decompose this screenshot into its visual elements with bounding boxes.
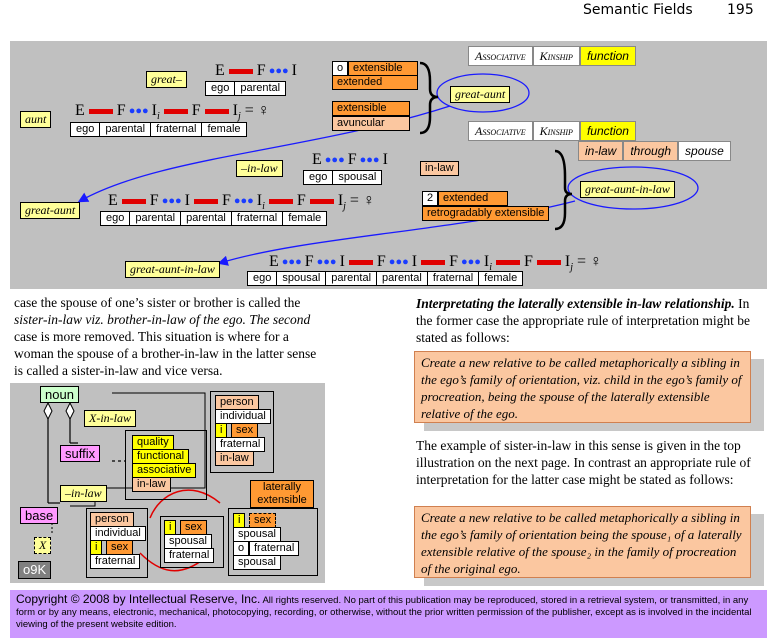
quality-item: quality [132, 435, 174, 450]
person-field: individual [215, 409, 271, 424]
base-field: fraternal [90, 554, 141, 569]
right-box: i sex spousal o fraternal spousal [228, 508, 318, 576]
label-x: X [34, 537, 52, 554]
interpretation-rule-2: Create a new relative to be called metap… [414, 506, 751, 578]
tag-extended-2: extended [438, 191, 508, 206]
quality-item: in-law [132, 477, 171, 492]
page-number: 195 [727, 2, 754, 18]
right-field: spousal [233, 527, 281, 542]
node-suffix: suffix [60, 445, 101, 462]
base-field: i [90, 540, 103, 555]
label-great-aunt: great-aunt [20, 202, 81, 219]
middle-box: i sex spousal fraternal [160, 516, 224, 568]
right-intro: Interpretating the laterally extensible … [416, 296, 750, 345]
mid-field: spousal [164, 534, 212, 549]
mid-field: sex [180, 520, 208, 535]
tag-extensible-2: extensible [332, 101, 410, 116]
base-field: sex [106, 540, 134, 555]
person-field: i [215, 423, 228, 438]
tag-extended: extended [332, 75, 418, 90]
tag-in-law: in-law [420, 161, 459, 176]
lower-diagram: noun X-in-law suffix –in-law base X o9K … [10, 383, 325, 583]
left-paragraph: case the spouse of one’s sister or broth… [14, 295, 317, 378]
tag-2: 2 [422, 191, 439, 206]
interpretation-rule-1: Create a new relative to be called metap… [414, 351, 751, 423]
oval-great-aunt: great-aunt [450, 86, 511, 103]
node-base: base [20, 507, 59, 524]
tag-laterally-extensible: laterally extensible [250, 480, 314, 508]
right-field: fraternal [249, 541, 300, 556]
mid-field: fraternal [164, 548, 215, 563]
quality-item: associative [132, 463, 197, 478]
person-box-top: person individual i sex fraternal in-law [210, 391, 274, 473]
person-field: sex [231, 423, 259, 438]
base-person-box: person individual i sex fraternal [86, 508, 148, 578]
quality-item: functional [132, 449, 190, 464]
right-middle: The example of sister-in-law in this sen… [416, 438, 751, 487]
label-aunt: aunt [20, 111, 52, 128]
right-field: i [233, 513, 246, 528]
person-field: person [215, 395, 259, 410]
qualities-group: quality functional associative in-law [125, 430, 207, 500]
running-title: Semantic Fields [583, 2, 693, 18]
right-field: o [233, 541, 250, 556]
right-field: spousal [233, 555, 281, 570]
label-in-law-small: –in-law [60, 485, 107, 502]
chain-in-law: E●●●F●●●I [312, 151, 388, 168]
person-field: in-law [215, 451, 254, 466]
tag-retrogradably: retrogradably extensible [422, 206, 550, 221]
tag-o: o [332, 61, 349, 76]
oval-great-aunt-in-law: great-aunt-in-law [580, 181, 675, 198]
mid-field: i [164, 520, 177, 535]
label-great-aunt-in-law: great-aunt-in-law [125, 261, 220, 278]
copyright-footer: Copyright © 2008 by Intellectual Reserve… [10, 590, 767, 638]
node-noun: noun [40, 386, 79, 403]
base-field: individual [90, 526, 146, 541]
badge-o9k: o9K [18, 561, 52, 579]
tag-extensible: extensible [348, 61, 418, 76]
tag-avuncular: avuncular [332, 116, 410, 131]
person-field: fraternal [215, 437, 266, 452]
label-great-prefix: great– [146, 71, 187, 88]
label-x-in-law: X-in-law [84, 410, 136, 427]
base-field: person [90, 512, 134, 527]
label-in-law: –in-law [236, 160, 283, 177]
right-field: sex [249, 513, 277, 528]
